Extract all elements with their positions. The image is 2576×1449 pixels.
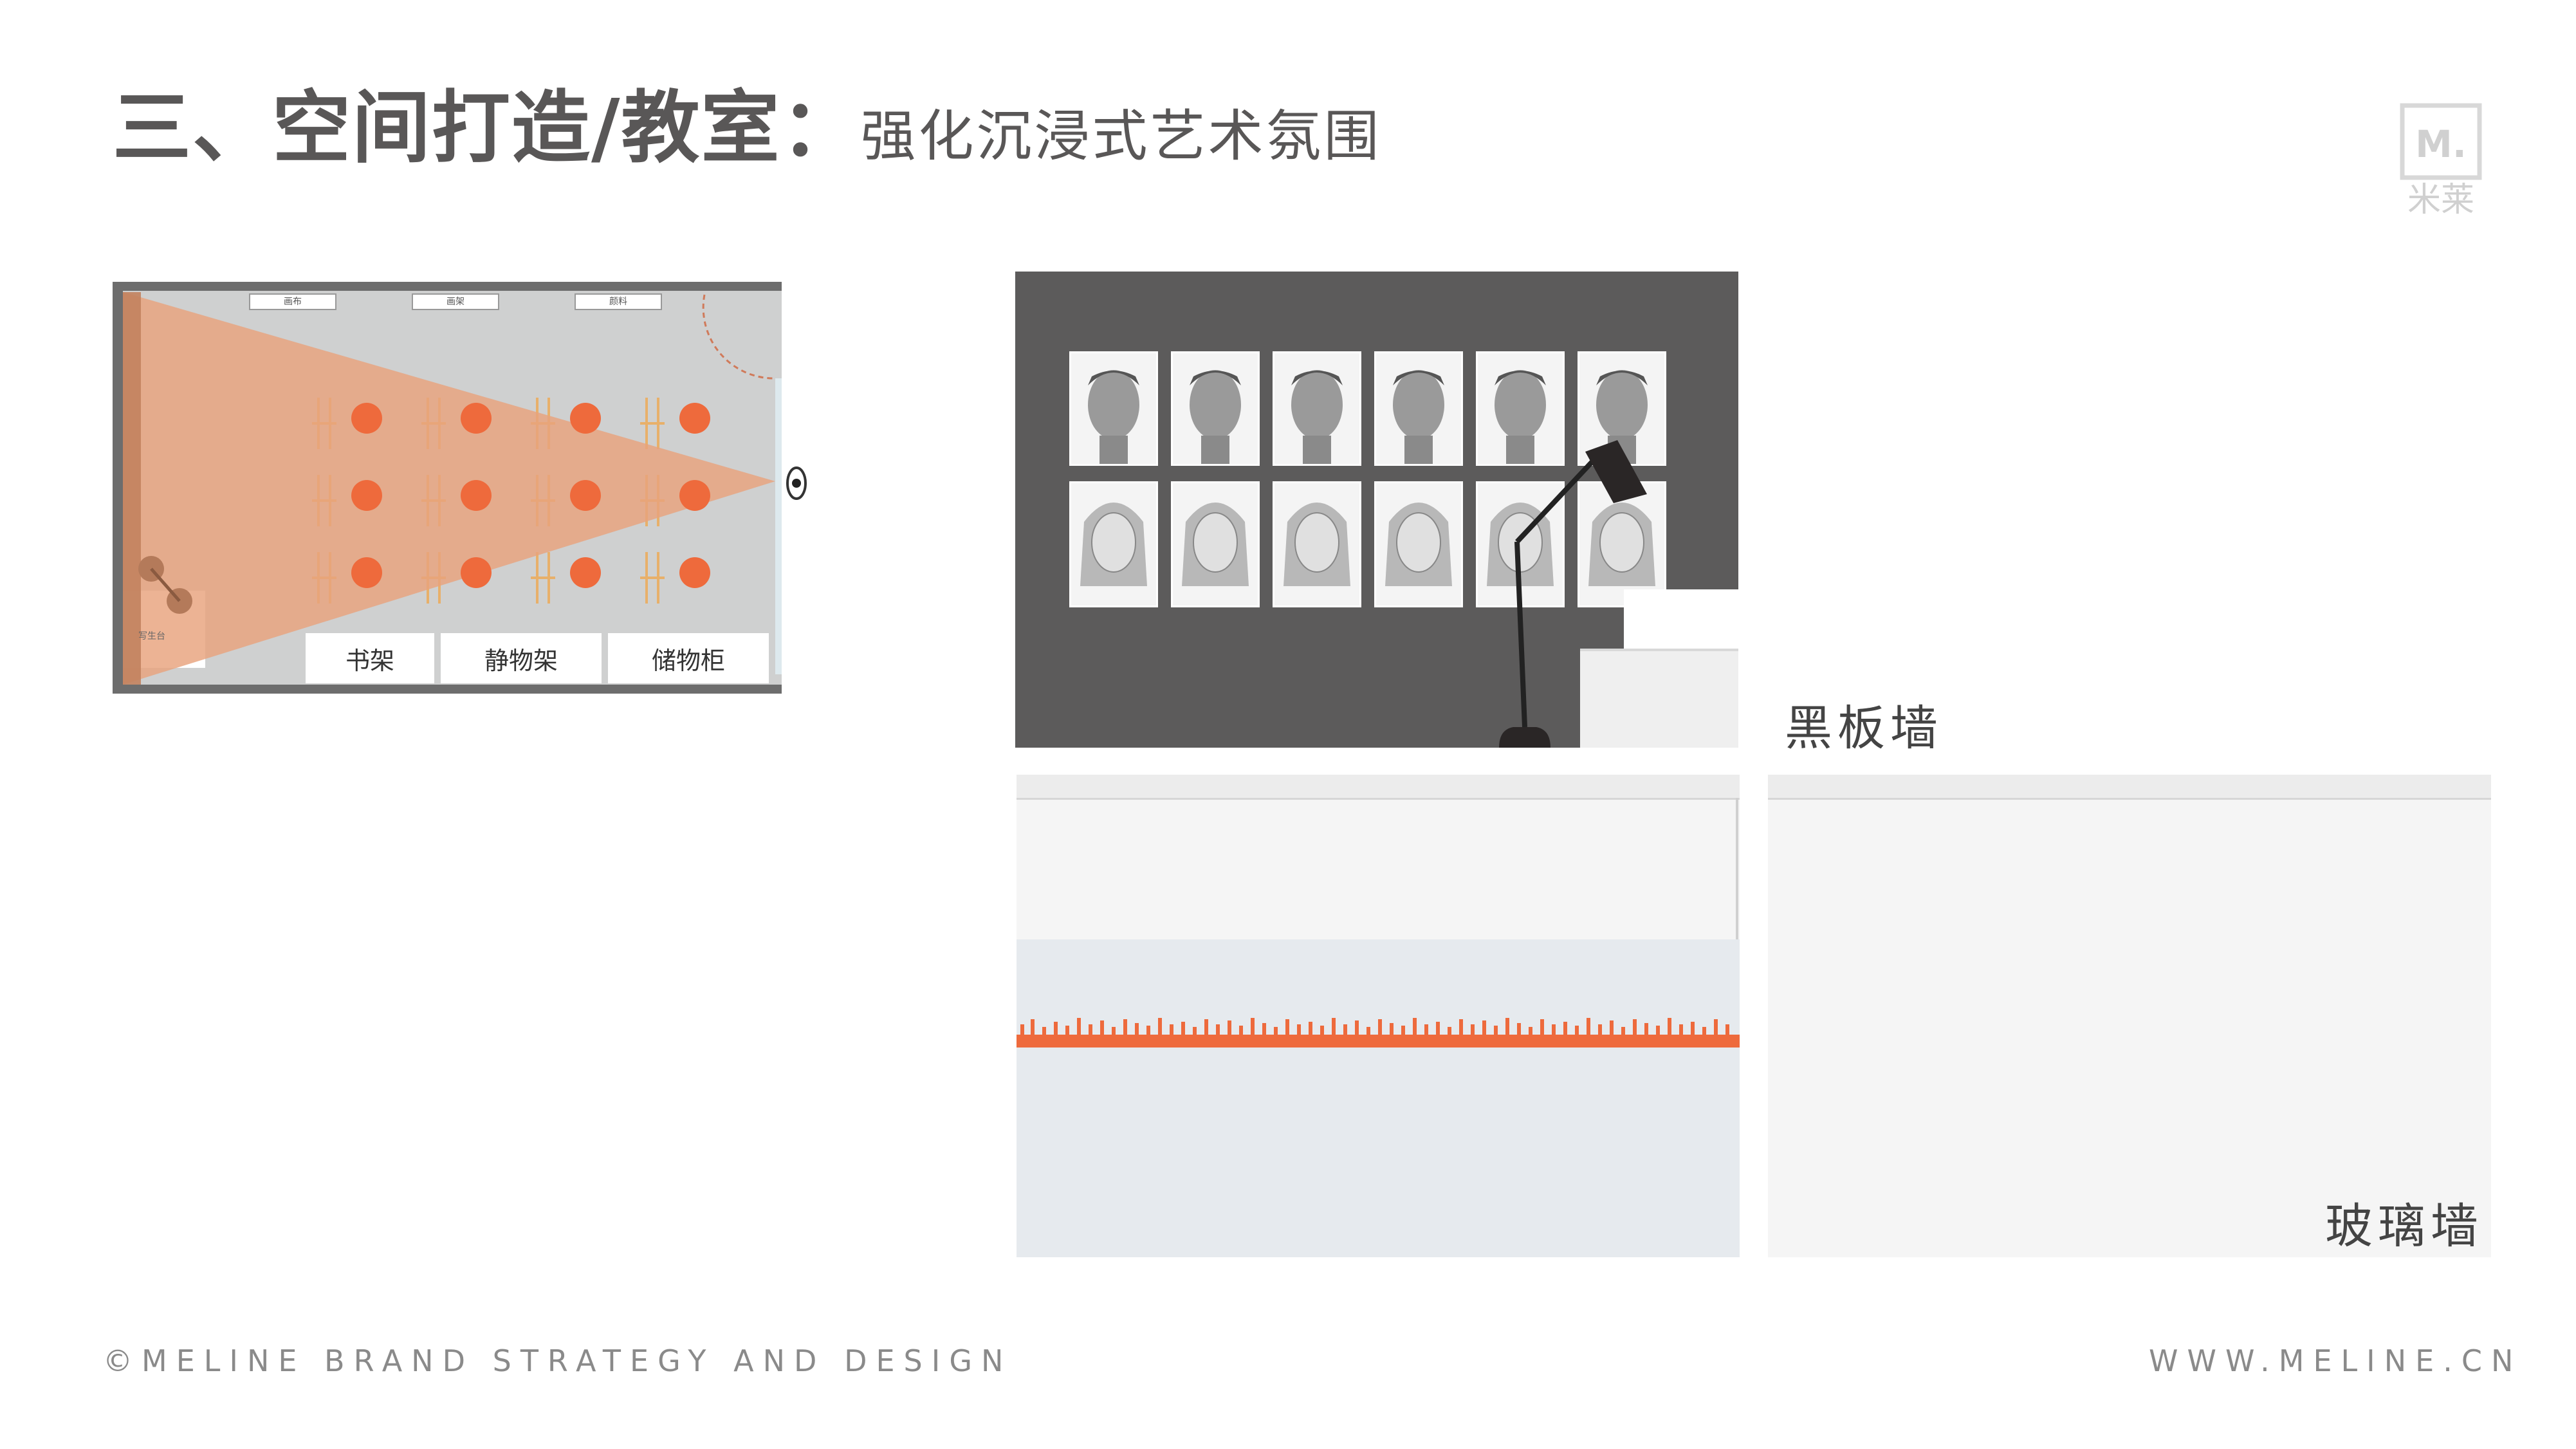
glass-wall-render-right: [1768, 775, 2491, 1257]
glass-wall-render-left: [1017, 775, 1740, 1257]
desk-lamp-icon: [1499, 440, 1738, 748]
portrait-female: [1273, 481, 1361, 607]
side-label: 写生台: [138, 631, 165, 641]
logo-mark-icon: M. 米莱: [2400, 103, 2482, 219]
glass-wall-label: 玻璃墙: [2325, 1199, 2483, 1254]
zone-storage-cabinet: 储物柜: [608, 633, 769, 683]
footer-website-link[interactable]: WWW.MELINE.CN: [2149, 1343, 2523, 1378]
portrait-male: [1273, 351, 1361, 466]
viewpoint-eye-icon: [786, 466, 807, 500]
zone-bookshelf: 书架: [306, 633, 434, 683]
blackboard-wall-render: [1015, 272, 1738, 748]
logo-name: 米莱: [2407, 181, 2474, 216]
top-label-3: 颜料: [575, 293, 662, 310]
portrait-female: [1069, 481, 1158, 607]
portrait-female: [1374, 481, 1463, 607]
title-subtitle: 强化沉浸式艺术氛围: [860, 104, 1382, 169]
page-title: 三、空间打造/教室：强化沉浸式艺术氛围: [113, 89, 1382, 167]
classroom-floorplan: 画布 画架 颜料 写生台 书架 静物架 储物柜: [113, 282, 782, 694]
brand-logo: M. 米莱: [2400, 103, 2482, 219]
top-label-2: 画架: [412, 293, 499, 310]
portrait-male: [1171, 351, 1260, 466]
footer-copyright: ©MELINE BRAND STRATEGY AND DESIGN: [103, 1343, 1013, 1378]
zone-still-life-rack: 静物架: [441, 633, 602, 683]
portrait-male: [1374, 351, 1463, 466]
orange-trim-strip: [1017, 1018, 1740, 1048]
title-main: 三、空间打造/教室：: [113, 82, 861, 174]
top-label-1: 画布: [249, 293, 336, 310]
portrait-male: [1069, 351, 1158, 466]
floorplan-drawing: [113, 282, 782, 694]
blackboard-wall-label: 黑板墙: [1785, 701, 1943, 756]
portrait-female: [1171, 481, 1260, 607]
logo-letter: M.: [2415, 122, 2467, 166]
portrait-male: [1476, 351, 1565, 466]
